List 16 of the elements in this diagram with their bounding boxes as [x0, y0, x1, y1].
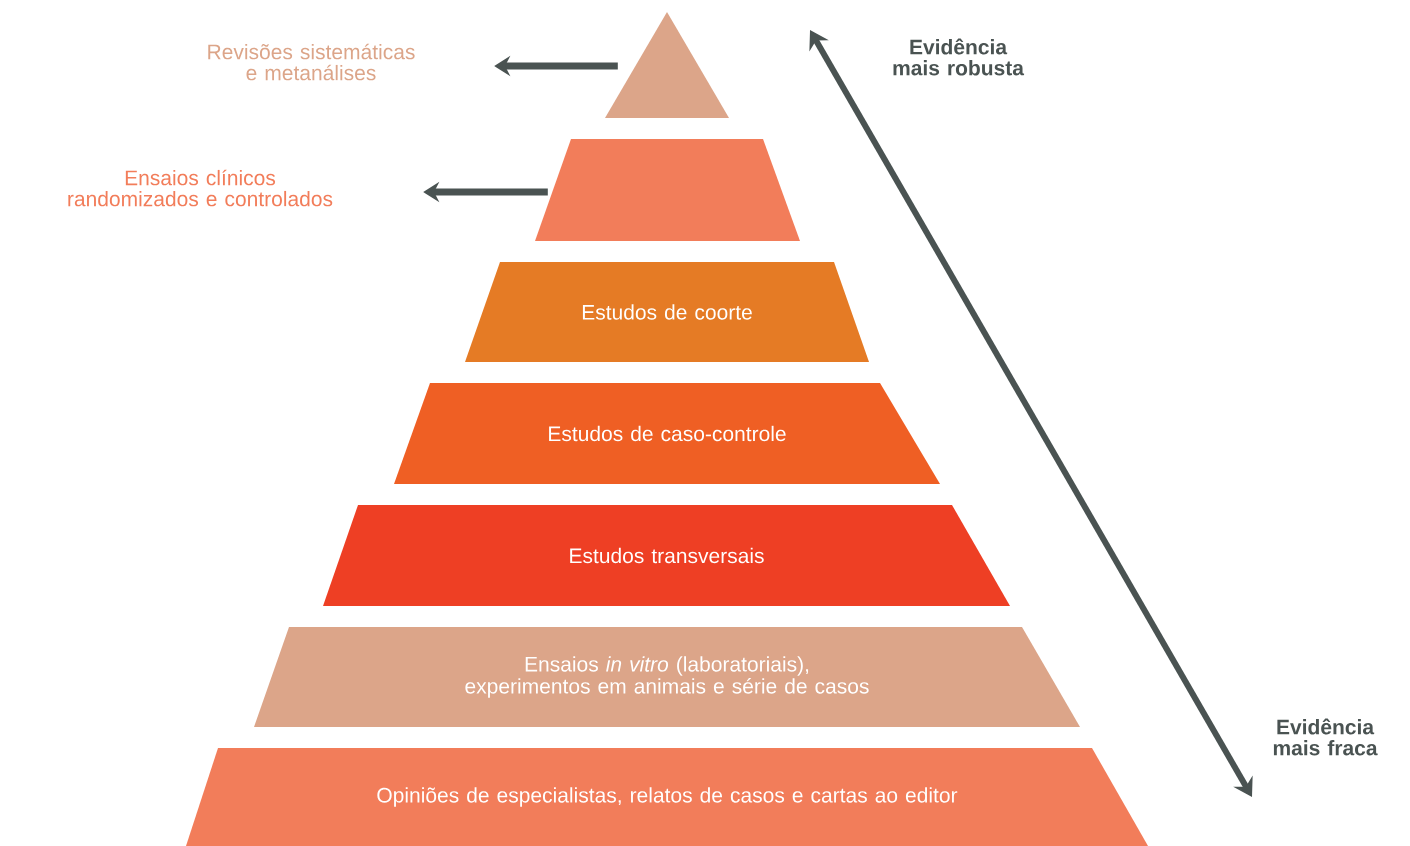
- level-label: Estudos de caso-controle: [549, 425, 786, 442]
- pyramid-level: [186, 748, 1148, 846]
- level-label: Opiniões de especialistas, relatos de casos e cartas ao editor: [377, 787, 958, 807]
- pyramid-level: [394, 383, 940, 484]
- axis-label: Evidência mais robusta: [893, 38, 1025, 76]
- pyramid-level: [535, 139, 800, 241]
- axis-label: Evidência mais fraca: [1273, 718, 1378, 756]
- level-label: Estudos transversais: [570, 547, 764, 564]
- pyramid-tip: [605, 12, 729, 118]
- category-label: Ensaios clínicos randomizados e controlados: [68, 169, 333, 207]
- level-label: Ensaios in vitro (laboratoriais), experimentos em animais e série de casos: [465, 656, 869, 698]
- pyramid-level: [465, 262, 869, 362]
- level-label: Estudos de coorte: [582, 304, 752, 320]
- category-label: Revisões sistemáticas e metanálises: [208, 43, 415, 81]
- pyramid-level: [323, 505, 1010, 606]
- pyramid-level: [254, 627, 1080, 727]
